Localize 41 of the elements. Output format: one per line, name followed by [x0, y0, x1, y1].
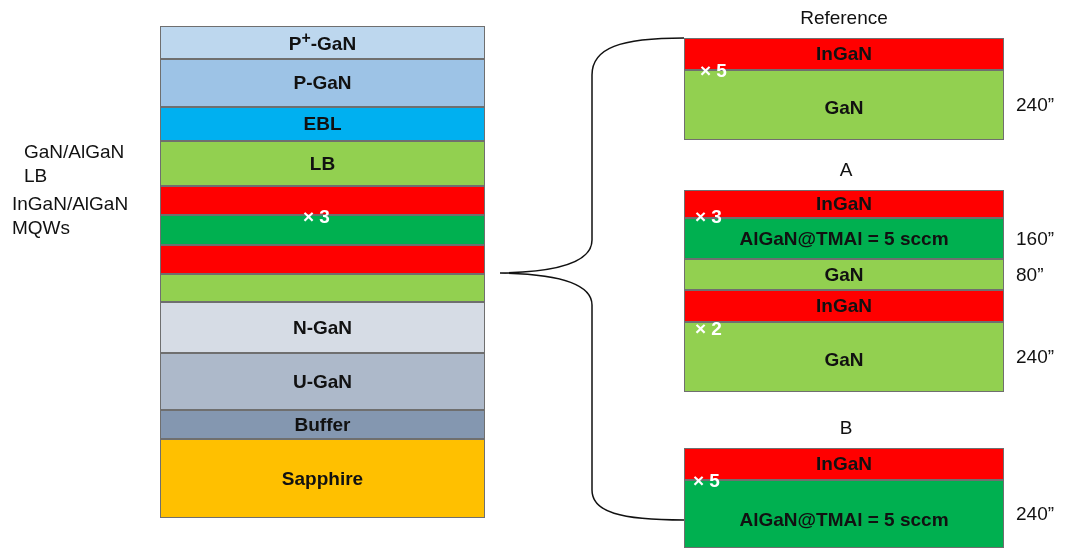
layer-name: P-GaN	[293, 72, 352, 94]
gan-layer	[160, 141, 485, 186]
u-gan-layer	[160, 353, 485, 410]
layer-name: Buffer	[294, 413, 351, 436]
layer-name: InGaN	[816, 453, 872, 475]
growth-time: 240”	[1016, 94, 1055, 116]
growth-time: 160”	[1016, 227, 1055, 250]
panel-heading: A	[838, 158, 854, 182]
growth-time: 80”	[1016, 263, 1044, 286]
layer-name: InGaN	[816, 295, 872, 317]
layer-group-label: InGaN/AlGaN MQWs	[12, 192, 130, 240]
layer-bar	[160, 274, 485, 302]
panel-heading: B	[838, 416, 854, 440]
layer-name: N-GaN	[292, 316, 353, 339]
layer-name: InGaN	[816, 193, 872, 215]
layer-name: InGaN	[816, 43, 872, 65]
n-gan-layer	[160, 302, 485, 353]
layer-name: AlGaN@TMAl = 5 sccm	[739, 508, 949, 531]
layer-bar	[160, 245, 485, 274]
growth-time: 240”	[1016, 346, 1055, 368]
repeat-count: × 2	[695, 317, 722, 341]
sapphire-substrate	[160, 439, 485, 518]
layer-name: AlGaN@TMAl = 5 sccm	[739, 227, 949, 250]
layer-name: GaN	[824, 96, 864, 119]
electron-blocking-layer	[160, 107, 485, 141]
layer-name: Sapphire	[281, 467, 364, 490]
layer-name: GaN	[824, 348, 864, 371]
layer-group-label: GaN/AlGaN LB	[24, 140, 126, 188]
buffer-layer	[160, 410, 485, 439]
layer-name: GaN	[824, 263, 864, 286]
layer-name: P$^{+}$-GaN	[288, 29, 357, 56]
panel-heading: Reference	[799, 6, 889, 30]
gan-layer	[684, 259, 1004, 290]
layer-name: U-GaN	[292, 370, 353, 393]
layer-name: LB	[309, 152, 336, 175]
layer-name: EBL	[303, 113, 342, 135]
ingan-layer	[684, 290, 1004, 322]
p-gan-layer	[160, 59, 485, 107]
p-plus-gan-layer	[160, 26, 485, 59]
gan-layer	[684, 322, 1004, 392]
growth-time: 240”	[1016, 503, 1055, 525]
